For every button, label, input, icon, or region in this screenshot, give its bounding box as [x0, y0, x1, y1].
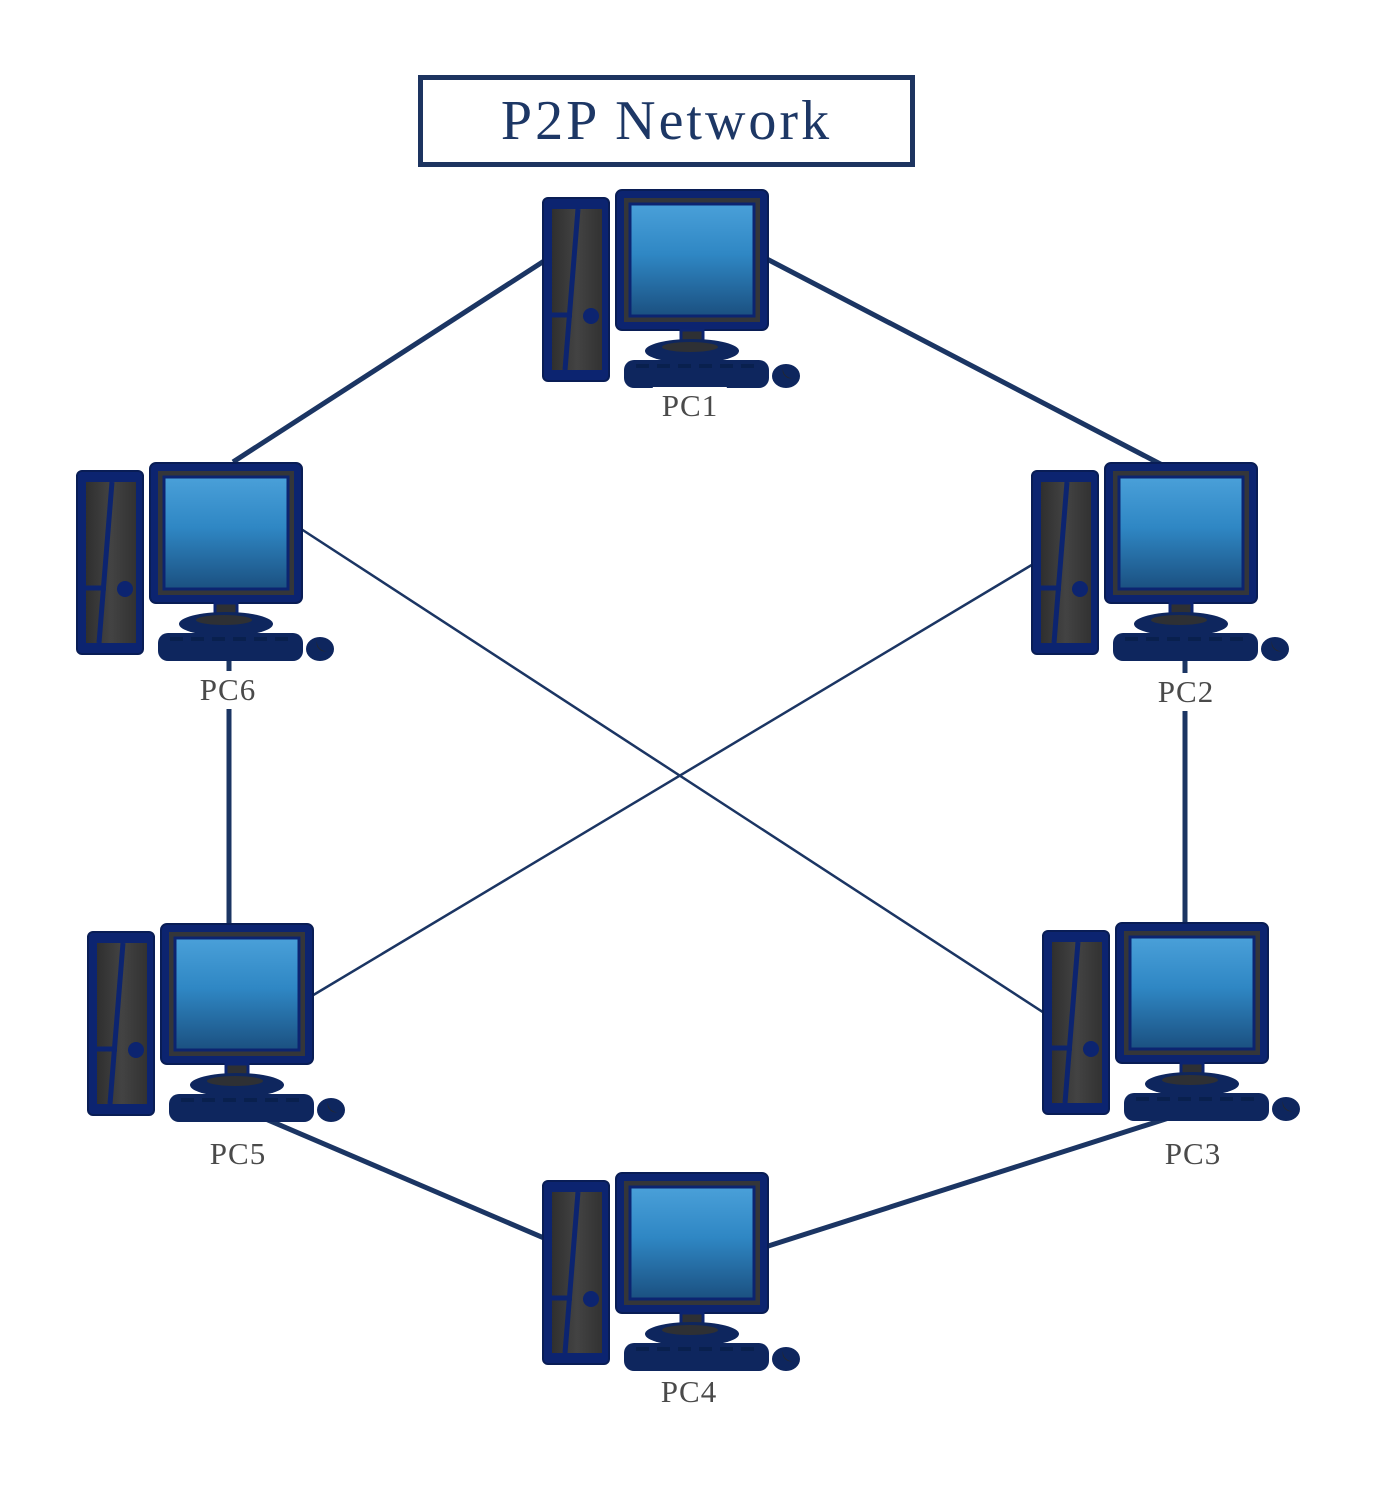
node-label-pc1: PC1	[652, 387, 728, 425]
edge-pc6-pc3	[294, 523, 1056, 1022]
edge-pc1-pc2	[763, 255, 1170, 471]
node-label-pc4: PC4	[651, 1373, 727, 1411]
diagram-title: P2P Network	[500, 90, 833, 152]
edge-pc3-pc4	[761, 1105, 1201, 1251]
node-label-pc6: PC6	[190, 671, 266, 709]
pc3-icon	[1043, 923, 1300, 1121]
pc4-icon	[543, 1173, 800, 1371]
pc1-icon	[543, 190, 800, 388]
edge-pc5-pc4	[239, 1105, 573, 1253]
pc5-icon	[88, 924, 345, 1122]
node-label-pc2: PC2	[1148, 673, 1224, 711]
edge-pc2-pc5	[304, 558, 1041, 1002]
pc6-icon	[77, 463, 334, 661]
pc2-icon	[1032, 463, 1289, 661]
node-label-pc5: PC5	[200, 1135, 276, 1173]
diagram-title-box: P2P Network	[418, 75, 915, 167]
node-label-pc3: PC3	[1155, 1135, 1231, 1173]
edge-pc1-pc6	[231, 249, 560, 465]
